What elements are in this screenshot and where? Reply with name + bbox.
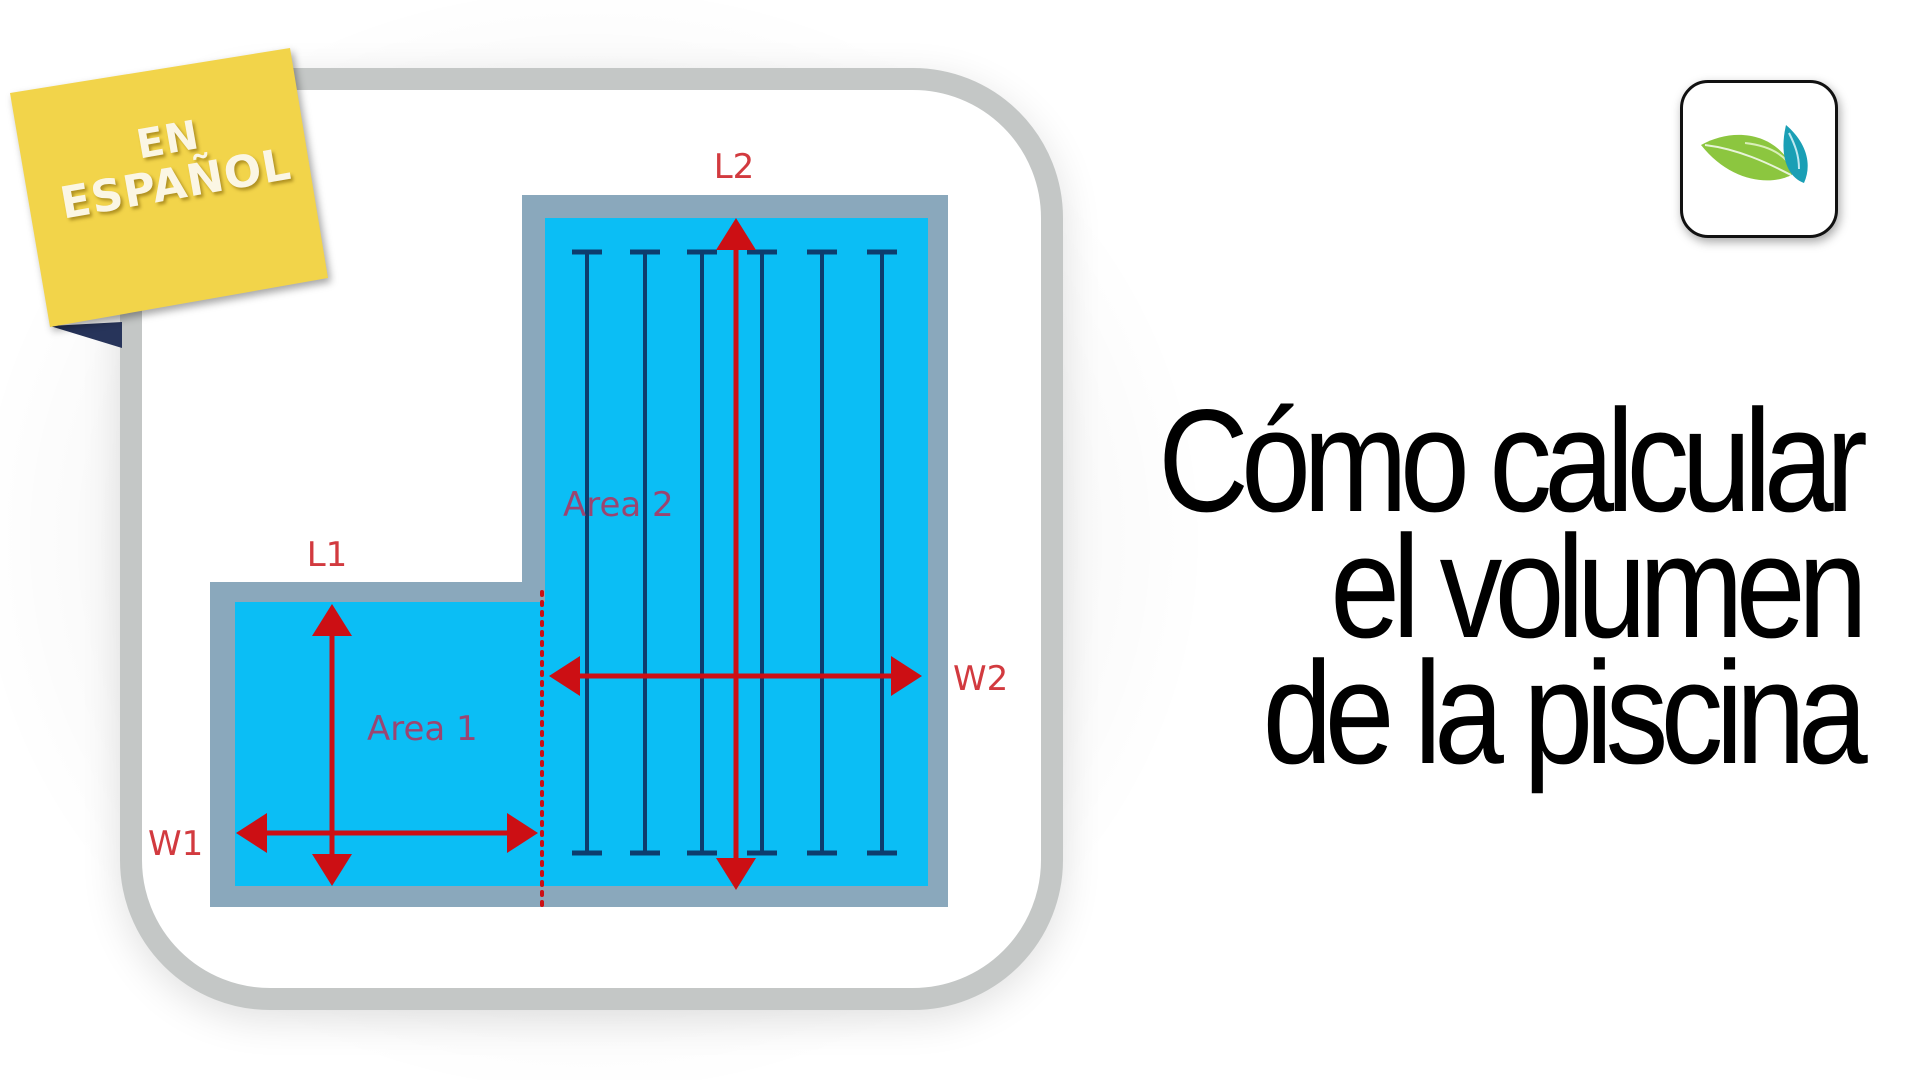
label-l1: L1 — [307, 535, 348, 575]
l1-arrow — [312, 604, 352, 886]
title-line-2: el volumen — [1330, 505, 1868, 668]
label-w1: W1 — [148, 824, 203, 864]
label-w2: W2 — [953, 659, 1008, 699]
w2-arrow — [549, 656, 922, 696]
language-badge: EN ESPAÑOL — [0, 0, 360, 380]
area1-water — [235, 602, 555, 886]
label-area2: Area 2 — [563, 485, 674, 525]
leaf-logo-icon — [1701, 125, 1808, 183]
label-l2: L2 — [714, 147, 755, 187]
title-line-1: Cómo calcular — [1158, 379, 1868, 542]
lane-caps — [572, 249, 897, 856]
title-line-3: de la piscina — [1262, 631, 1868, 794]
label-area1: Area 1 — [367, 709, 478, 749]
l2-arrow — [716, 218, 756, 890]
badge-background — [10, 48, 328, 327]
brand-logo — [1680, 80, 1838, 238]
w1-arrow — [236, 813, 538, 853]
badge-ribbon — [50, 322, 122, 348]
page-title: Cómo calcular el volumen de la piscina — [960, 379, 1868, 794]
lane-lines — [585, 252, 884, 853]
